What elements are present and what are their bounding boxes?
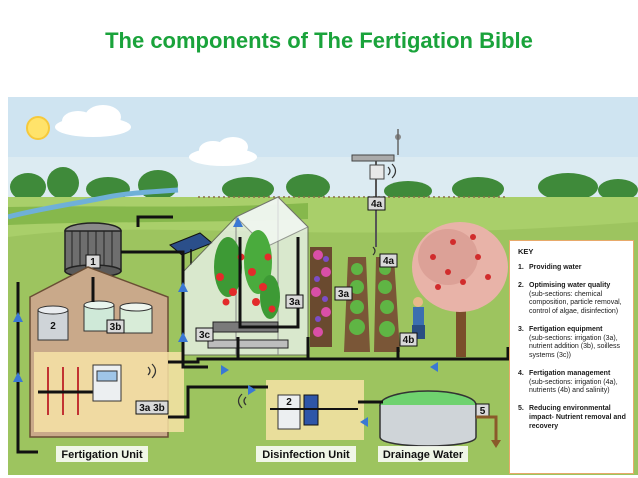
marker-4a-top-text: 4a: [371, 199, 383, 210]
marker-2a-text: 2: [50, 321, 56, 332]
marker-5-text: 5: [480, 406, 486, 417]
cloud-icon: [55, 105, 257, 166]
wireless-signal-icon: [147, 163, 397, 409]
flower-row: [310, 247, 332, 347]
disinfection-unit-label: Disinfection Unit: [262, 449, 350, 461]
marker-3a3b: [135, 400, 169, 415]
key-list: 1.Providing water 2.Optimising water qua…: [518, 264, 627, 431]
marker-4b: [399, 332, 418, 347]
water-tank: [64, 222, 122, 278]
disinfection-unit: [270, 394, 358, 430]
marker-4a-top: [367, 196, 386, 211]
marker-3c: [195, 327, 214, 342]
marker-3a-field-text: 3a: [338, 289, 350, 300]
marker-1-text: 1: [90, 257, 96, 268]
marker-1: [85, 254, 101, 269]
fertigation-shed: [29, 266, 184, 438]
pipe-network: [16, 215, 510, 454]
drainage-water-label: Drainage Water: [383, 449, 464, 461]
tree-line: [10, 167, 638, 201]
marker-2b-text: 2: [286, 397, 292, 408]
marker-4b-text: 4b: [403, 335, 415, 346]
key-item: 4.Fertigation management(sub-sections: i…: [518, 369, 618, 395]
marker-4a-text: 4a: [383, 256, 395, 267]
marker-3b-text: 3b: [110, 322, 122, 333]
marker-3a-field: [334, 286, 353, 301]
key-legend: KEY 1.Providing water 2.Optimising water…: [509, 240, 634, 474]
key-item: 3.Fertigation equipment(sub-sections: ir…: [518, 325, 621, 359]
river: [8, 187, 179, 220]
sun-icon: [26, 116, 50, 140]
fertigation-unit-label: Fertigation Unit: [61, 449, 143, 461]
flow-arrows: [13, 217, 438, 427]
drain-outflow-arrow: [476, 415, 498, 442]
key-item: 5.Reducing environmental impact- Nutrien…: [518, 405, 626, 430]
key-title: KEY: [518, 247, 534, 256]
marker-3a-greenhouse: [285, 294, 304, 309]
marker-4a: [379, 253, 398, 268]
apple-tree: [412, 222, 508, 357]
marker-3a-greenhouse-text: 3a: [289, 297, 301, 308]
key-item: 2.Optimising water quality(sub-sections:…: [518, 281, 622, 315]
marker-3a3b-text: 3a 3b: [139, 403, 165, 414]
page-title: The components of The Fertigation Bible: [105, 28, 533, 53]
marker-3c-text: 3c: [199, 330, 211, 341]
lettuce-rows: [344, 257, 400, 352]
key-item: 1.Providing water: [518, 264, 582, 271]
marker-3b: [106, 319, 125, 334]
drainage-pool: [379, 390, 477, 447]
